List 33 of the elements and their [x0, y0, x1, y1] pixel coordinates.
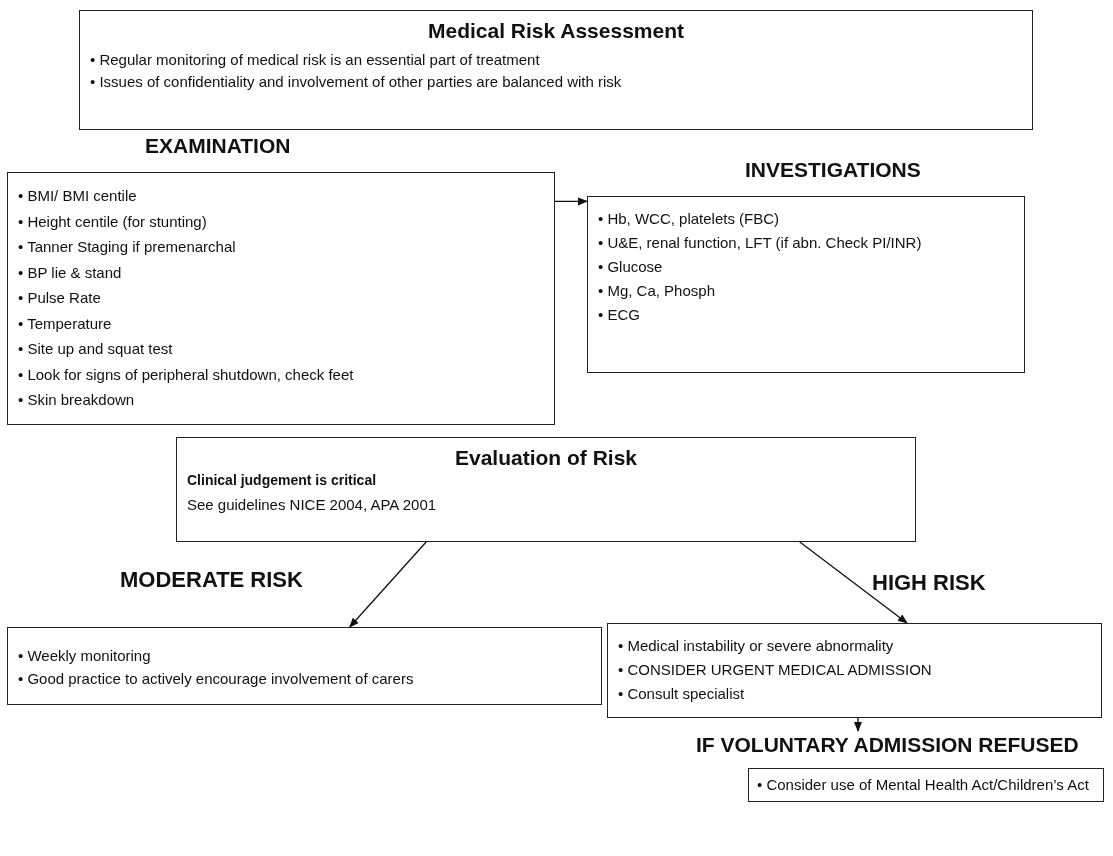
- bullet-text: • Skin breakdown: [18, 390, 136, 410]
- bullet-text: • Good practice to actively encourage involvement of carers: [18, 669, 415, 689]
- bullet-text: • Weekly monitoring: [18, 646, 152, 666]
- bullet-text: • BMI/ BMI centile: [18, 186, 138, 206]
- bullet-text: • Glucose: [598, 257, 664, 277]
- bullet-text: • Pulse Rate: [18, 288, 102, 308]
- box-title: Medical Risk Assessment: [427, 19, 685, 43]
- bullet-text: • Issues of confidentiality and involvement of other parties are balanced with risk: [90, 72, 623, 92]
- bullet-text: • Height centile (for stunting): [18, 211, 208, 232]
- bullet-text: • Temperature: [18, 313, 113, 334]
- bullet-text: • Medical instability or severe abnormality: [618, 636, 895, 656]
- bullet-text: • ECG: [598, 305, 641, 325]
- arrow: [799, 541, 908, 624]
- bullet-text: • Mg, Ca, Phosph: [598, 281, 716, 301]
- bullet-text: • Hb, WCC, platelets (FBC): [598, 209, 781, 229]
- arrow: [554, 197, 588, 206]
- arrow: [349, 541, 427, 628]
- note-text: See guidelines NICE 2004, APA 2001: [187, 495, 438, 515]
- section-heading: EXAMINATION: [145, 134, 291, 158]
- bullet-text: • BP lie & stand: [18, 262, 123, 283]
- bullet-text: • Tanner Staging if premenarchal: [18, 237, 237, 257]
- box-title: Evaluation of Risk: [453, 446, 638, 470]
- bullet-text: • Consult specialist: [618, 684, 746, 704]
- bullet-text: • Site up and squat test: [18, 339, 174, 359]
- section-heading: INVESTIGATIONS: [745, 158, 921, 182]
- arrow: [854, 717, 862, 732]
- bullet-text: • Look for signs of peripheral shutdown, check feet: [18, 364, 355, 385]
- bullet-text: • U&E, renal function, LFT (if abn. Check PI/INR): [598, 233, 923, 253]
- bullet-text: • Consider use of Mental Health Act/Children’s Act: [757, 775, 1090, 795]
- bullet-text: • CONSIDER URGENT MEDICAL ADMISSION: [618, 660, 933, 680]
- section-heading: IF VOLUNTARY ADMISSION REFUSED: [696, 733, 1079, 757]
- subtitle-text: Clinical judgement is critical: [187, 472, 378, 488]
- bullet-text: • Regular monitoring of medical risk is an essential part of treatment: [90, 50, 541, 70]
